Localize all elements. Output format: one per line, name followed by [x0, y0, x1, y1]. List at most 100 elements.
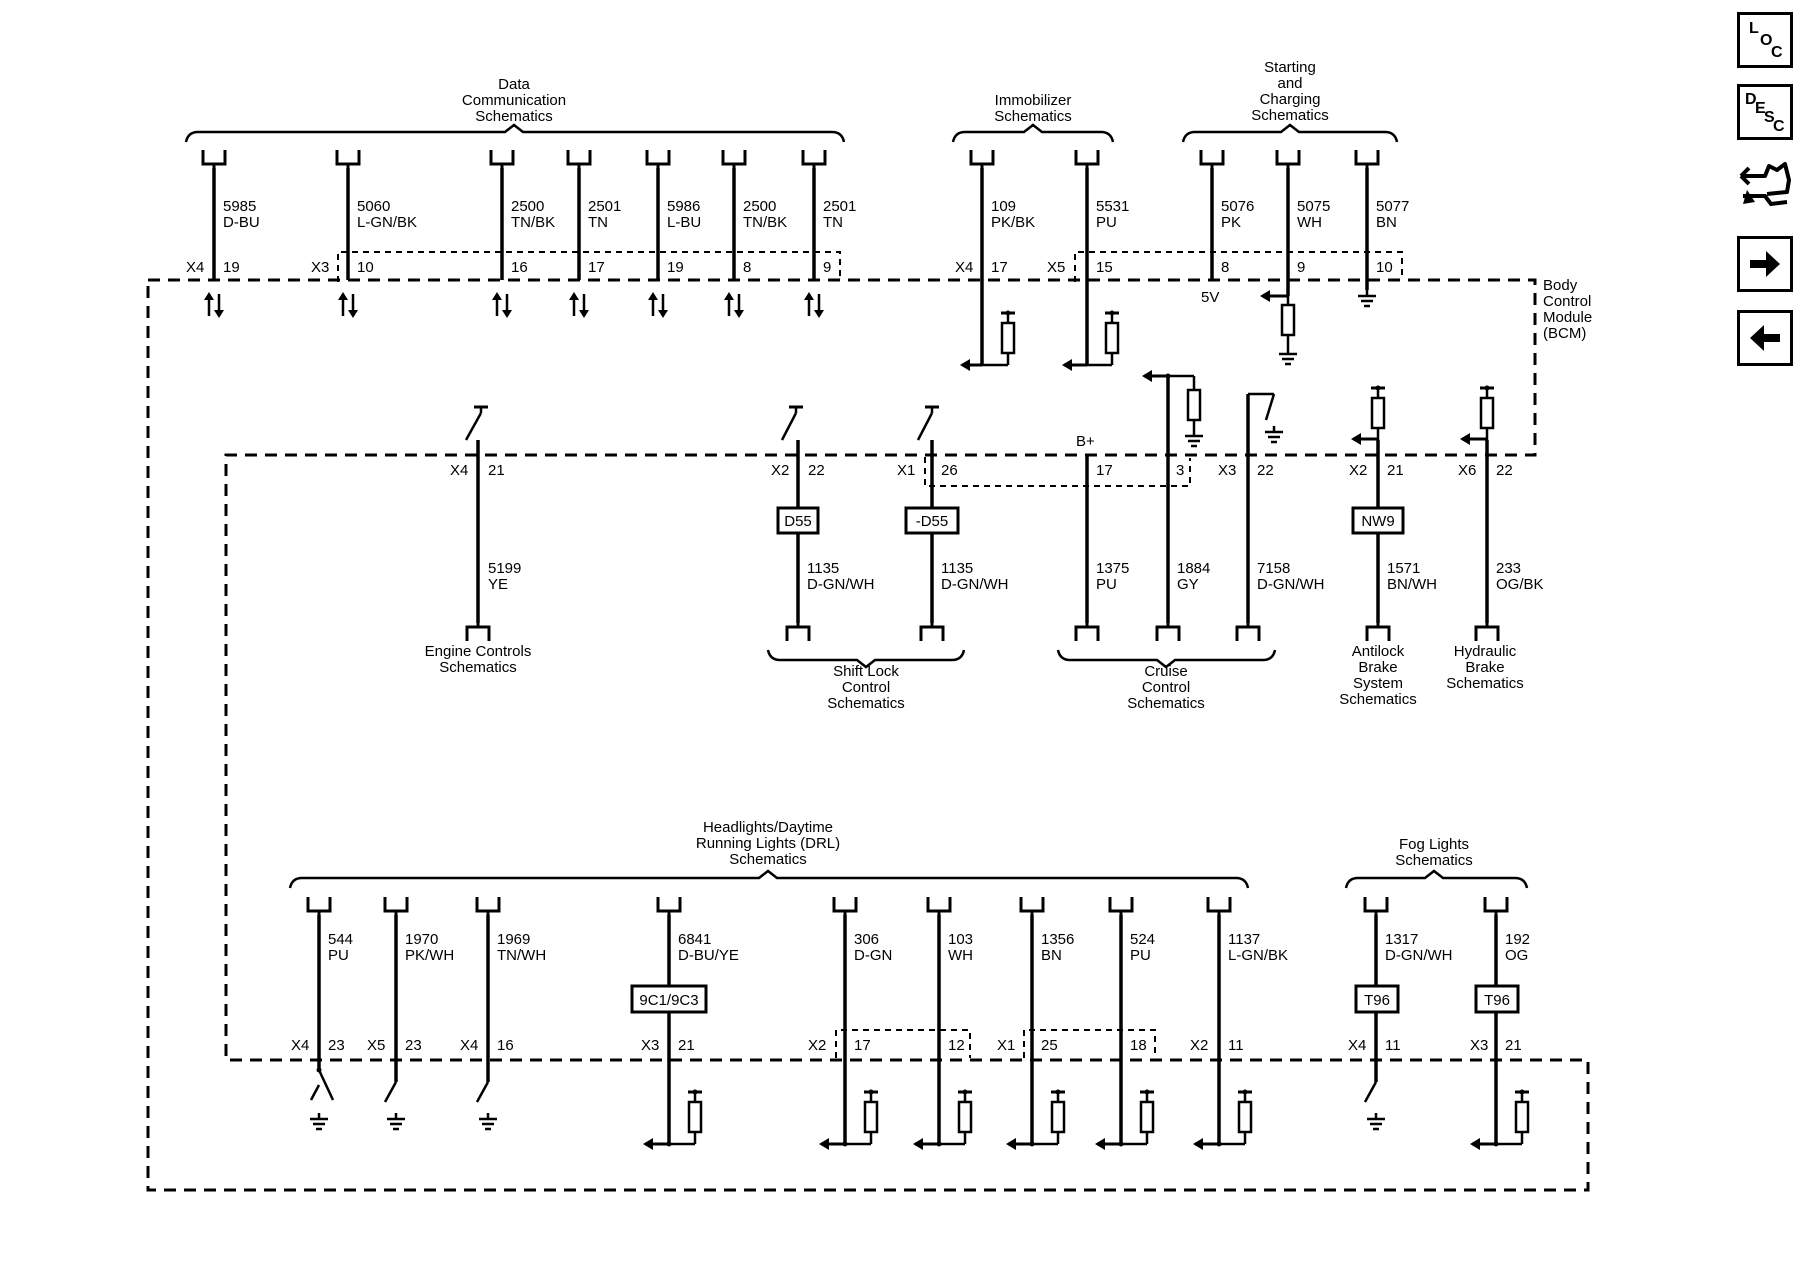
svg-text:17: 17	[1096, 462, 1113, 479]
wire-1970: 1970 PK/WH X5 23	[367, 895, 454, 1131]
svg-text:Data: Data	[498, 76, 530, 93]
loc-letter-l: L	[1749, 20, 1759, 37]
svg-text:5076: 5076	[1221, 198, 1254, 215]
svg-text:1135: 1135	[941, 560, 973, 577]
svg-text:System: System	[1353, 675, 1403, 692]
svg-text:18: 18	[1130, 1037, 1147, 1054]
svg-text:Engine Controls: Engine Controls	[425, 643, 532, 660]
bcm-label-4: (BCM)	[1543, 325, 1586, 342]
svg-text:16: 16	[497, 1037, 514, 1054]
svg-text:5075: 5075	[1297, 198, 1330, 215]
description-button[interactable]: D E S C	[1737, 84, 1793, 140]
svg-text:2501: 2501	[823, 198, 856, 215]
svg-text:Schematics: Schematics	[439, 659, 517, 676]
svg-text:BN: BN	[1376, 214, 1397, 231]
abs-label: Antilock Brake System Schematics	[1339, 643, 1417, 708]
wire-1317: T96 1317 D-GN/WH X4 11	[1348, 895, 1453, 1131]
wire-192: T96 192 OG X3 21	[1470, 895, 1531, 1150]
wire-6841: 9C1/9C3 6841 D-BU/YE X3 21	[630, 895, 739, 1150]
svg-text:X1: X1	[997, 1037, 1015, 1054]
svg-text:1884: 1884	[1177, 560, 1210, 577]
svg-text:8: 8	[1221, 259, 1229, 276]
svg-text:WH: WH	[948, 947, 973, 964]
svg-text:D-BU/YE: D-BU/YE	[678, 947, 739, 964]
svg-text:21: 21	[488, 462, 505, 479]
wire-1375: B+ 17 1375 PU	[1074, 433, 1129, 643]
cruise-label: Cruise Control Schematics	[1127, 663, 1205, 712]
svg-text:10: 10	[1376, 259, 1393, 276]
svg-text:233: 233	[1496, 560, 1521, 577]
wire-5985: 5985 D-BU X4 19	[186, 148, 260, 320]
desc-letter-d: D	[1745, 91, 1757, 108]
connector-tool-icon[interactable]	[1737, 156, 1793, 212]
svg-text:1135: 1135	[807, 560, 839, 577]
svg-text:L-BU: L-BU	[667, 214, 701, 231]
starting-header: Starting and Charging Schematics	[1251, 59, 1329, 124]
wire-233: X6 22 233 OG/BK	[1458, 384, 1544, 643]
option-t96-a: T96	[1364, 992, 1390, 1009]
wire-1884: 3 1884 GY	[1142, 370, 1210, 643]
svg-text:X3: X3	[641, 1037, 659, 1054]
svg-text:12: 12	[948, 1037, 965, 1054]
svg-text:D-BU: D-BU	[223, 214, 260, 231]
svg-text:1970: 1970	[405, 931, 438, 948]
svg-text:X5: X5	[367, 1037, 385, 1054]
svg-text:Communication: Communication	[462, 92, 566, 109]
svg-text:23: 23	[405, 1037, 422, 1054]
previous-button[interactable]	[1737, 310, 1793, 366]
bcm-label-2: Control	[1543, 293, 1591, 310]
svg-text:X4: X4	[291, 1037, 309, 1054]
svg-text:BN/WH: BN/WH	[1387, 576, 1437, 593]
svg-text:L-GN/BK: L-GN/BK	[357, 214, 417, 231]
svg-text:15: 15	[1096, 259, 1113, 276]
x2-bot-connector-box	[835, 1029, 971, 1058]
svg-text:Starting: Starting	[1264, 59, 1316, 76]
wire-5531: 5531 PU X5 15	[1047, 148, 1129, 371]
svg-text:Schematics: Schematics	[475, 108, 553, 125]
arrow-right-icon	[1750, 251, 1780, 277]
svg-text:TN: TN	[823, 214, 843, 231]
next-button[interactable]	[1737, 236, 1793, 292]
svg-text:Schematics: Schematics	[827, 695, 905, 712]
svg-text:1317: 1317	[1385, 931, 1418, 948]
location-button[interactable]: L O C	[1737, 12, 1793, 68]
headlights-brace	[288, 869, 1250, 889]
svg-text:5060: 5060	[357, 198, 390, 215]
svg-text:6841: 6841	[678, 931, 711, 948]
svg-text:3: 3	[1176, 462, 1184, 479]
fog-brace	[1344, 869, 1529, 889]
immobilizer-brace	[951, 123, 1115, 143]
svg-text:Schematics: Schematics	[1339, 691, 1417, 708]
svg-text:Brake: Brake	[1465, 659, 1504, 676]
bcm-label-1: Body	[1543, 277, 1578, 294]
svg-text:TN/BK: TN/BK	[511, 214, 555, 231]
svg-text:2500: 2500	[743, 198, 776, 215]
headlights-header: Headlights/Daytime Running Lights (DRL) …	[696, 819, 840, 868]
svg-text:X4: X4	[460, 1037, 478, 1054]
svg-text:1356: 1356	[1041, 931, 1074, 948]
svg-text:Fog Lights: Fog Lights	[1399, 836, 1469, 853]
desc-letter-s: S	[1764, 109, 1775, 126]
datacomm-brace	[184, 123, 846, 143]
wire-544: 544 PU X4 23	[291, 895, 353, 1131]
option-9c1-9c3-box	[630, 984, 708, 1014]
option-not-d55-box	[904, 506, 960, 535]
svg-text:Immobilizer: Immobilizer	[995, 92, 1072, 109]
svg-text:TN: TN	[588, 214, 608, 231]
svg-text:GY: GY	[1177, 576, 1199, 593]
option-nw9-box	[1351, 506, 1405, 535]
option-t96-b-box	[1474, 984, 1520, 1014]
svg-text:1137: 1137	[1228, 931, 1260, 948]
svg-text:19: 19	[667, 259, 684, 276]
svg-text:524: 524	[1130, 931, 1155, 948]
svg-text:X2: X2	[1190, 1037, 1208, 1054]
svg-text:PK: PK	[1221, 214, 1241, 231]
svg-text:21: 21	[678, 1037, 695, 1054]
svg-text:22: 22	[1257, 462, 1274, 479]
wire-1969: 1969 TN/WH X4 16	[460, 895, 546, 1131]
fog-header: Fog Lights Schematics	[1395, 836, 1473, 869]
svg-text:2500: 2500	[511, 198, 544, 215]
svg-text:22: 22	[808, 462, 825, 479]
svg-text:X3: X3	[311, 259, 329, 276]
svg-text:PU: PU	[1096, 576, 1117, 593]
